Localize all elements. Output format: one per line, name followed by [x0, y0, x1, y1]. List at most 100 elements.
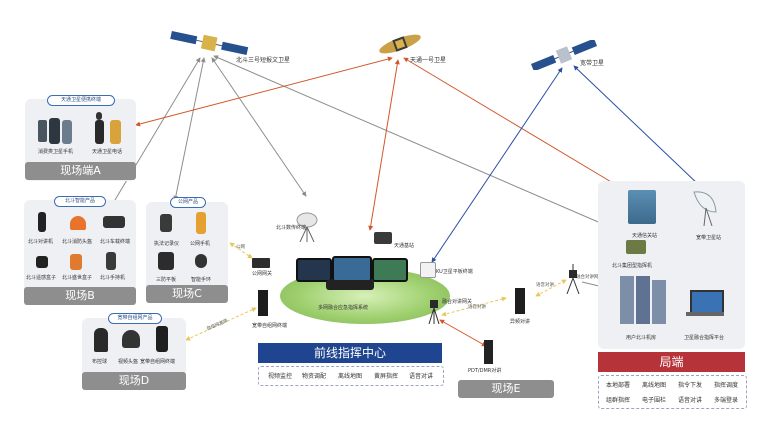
site-b-device-label: 北斗盛世盒子 [62, 275, 93, 281]
bureau-function: 指令下发 [677, 382, 702, 389]
broadband-links [431, 65, 701, 263]
laptop-base-icon [686, 312, 724, 316]
adhoc-terminal-icon [156, 326, 168, 352]
site-a-device-label: 消费类卫星手机 [38, 149, 74, 155]
bureau-function: 指挥调度 [713, 382, 738, 389]
beidou-terminal-icon [296, 212, 318, 243]
monitor-icon [296, 258, 332, 282]
link-label-fusion: 融合对讲网关 [576, 275, 603, 280]
adhoc-gateway-label: 宽带自组网终端 [252, 323, 288, 329]
satellite-phone-icon [49, 118, 60, 144]
user-room-label: 用户北斗机房 [626, 335, 657, 341]
tiantong-station-icon [374, 232, 392, 244]
server-rack-icon [652, 280, 666, 324]
site-b-device-label: 北斗对讲机 [28, 239, 54, 245]
satellite-icon [379, 34, 421, 54]
beidou-machine-label: 北斗集团型指挥机 [612, 263, 653, 269]
system-label: 多网融合应急指挥系统 [318, 305, 369, 311]
site-e-device-label: PDT/DMR对讲 [468, 368, 502, 374]
front-center-function: 视频监控 [267, 373, 292, 380]
site-b-pill: 北斗智能产品 [54, 196, 106, 207]
beidou-satellite-label: 北斗三号短报文卫星 [236, 57, 291, 64]
tripod-gateway-icon [566, 264, 580, 295]
front-center-function: 物资调配 [301, 373, 326, 380]
tiantong-satellite-label: 天通一号卫星 [410, 57, 447, 64]
vehicle-terminal-icon [103, 216, 125, 228]
site-c-pill: 公网产品 [170, 197, 206, 208]
satellite-phone-icon [62, 120, 72, 144]
site-c-device-label: 三防平板 [156, 277, 177, 283]
site-e-device-label: 异频对讲 [510, 319, 531, 325]
satellite-icon [170, 31, 249, 56]
tiantong-satellite [372, 30, 428, 58]
site-c-title: 现场C [146, 285, 228, 303]
smartwatch-icon [195, 254, 207, 268]
tiantong-gateway-label: 天通信关站 [632, 233, 658, 239]
public-gateway-label: 公网网关 [252, 271, 273, 277]
ku-terminal-label: KU卫星平板终端 [436, 269, 473, 275]
monitor-icon [372, 258, 408, 282]
site-b-device-label: 北斗手持机 [100, 275, 126, 281]
bureau-function: 多端登录 [713, 397, 738, 404]
satellite-phone-icon [96, 112, 102, 120]
site-c-device-label: 公网手机 [190, 241, 211, 247]
walkie-talkie-icon [38, 212, 46, 232]
satellite-icon [530, 38, 598, 72]
link-label-voice: 语音对讲 [468, 305, 486, 310]
tablet-icon [158, 252, 174, 270]
fusion-gateway-icon [428, 300, 440, 325]
control-ball-icon [94, 328, 108, 352]
fusion-gateway-label: 融合对讲网关 [442, 299, 473, 305]
beidou-satellite [168, 28, 250, 60]
tiantong-station-label: 天通基站 [394, 243, 415, 249]
site-a-device-label: 天通卫星电话 [92, 149, 123, 155]
building-icon [628, 190, 656, 224]
platform-label: 卫星融合指挥平台 [684, 335, 725, 341]
front-center-function: 语音对讲 [408, 373, 433, 380]
front-center-functions [258, 366, 444, 386]
satellite-dish-icon [690, 186, 720, 227]
broadband-satellite [528, 38, 600, 72]
satellite-phone-icon [110, 120, 121, 144]
site-e-title: 现场E [458, 380, 554, 398]
body-camera-icon [160, 214, 172, 232]
site-d-title: 现场D [82, 372, 186, 390]
broadband-satellite-label: 宽带卫星 [580, 60, 605, 67]
satellite-phone-icon [38, 120, 47, 142]
site-b-title: 现场B [24, 287, 136, 305]
site-a-pill: 天通卫星便携终端 [47, 95, 115, 106]
front-center-title: 前线指挥中心 [258, 343, 442, 363]
helmet-icon [70, 216, 86, 230]
beidou-box-icon [70, 254, 82, 270]
site-b-device-label: 北斗消防头盔 [62, 239, 93, 245]
site-d-pill: 宽带自组网产品 [108, 313, 162, 324]
bureau-functions [598, 375, 747, 409]
bureau-function: 语音对讲 [677, 397, 702, 404]
bureau-function: 本地部署 [605, 382, 630, 389]
monitor-icon [332, 256, 372, 282]
ku-terminal-icon [420, 262, 436, 278]
satellite-phone-icon [95, 120, 104, 144]
beidou-box-icon [36, 256, 48, 268]
beidou-terminal-label: 北斗数传终端 [276, 225, 307, 231]
site-c-device-label: 执法记录仪 [154, 241, 180, 247]
site-d-device-label: 视频头盔 [118, 359, 139, 365]
front-center-function: 黄屏指挥 [373, 373, 398, 380]
link-label-public: 公网 [236, 245, 245, 250]
bureau-function: 电子围栏 [641, 397, 666, 404]
video-helmet-icon [122, 330, 140, 348]
site-b-device-label: 北斗车载终端 [100, 239, 131, 245]
bureau-function: 离线地图 [641, 382, 666, 389]
front-center-function: 离线地图 [337, 373, 362, 380]
command-console [296, 256, 408, 292]
console-base-icon [326, 280, 374, 290]
laptop-icon [690, 290, 724, 314]
site-d-device-label: 宽带自组网终端 [140, 359, 176, 365]
site-d-device-label: 布控球 [92, 359, 108, 365]
radio-icon [515, 288, 525, 314]
handheld-icon [106, 252, 116, 270]
site-b-device-label: 北斗遥感盒子 [26, 275, 57, 281]
pdt-radio-icon [484, 340, 493, 364]
bureau-title: 局端 [598, 352, 745, 372]
link-label-voice: 语音对讲 [536, 283, 554, 288]
